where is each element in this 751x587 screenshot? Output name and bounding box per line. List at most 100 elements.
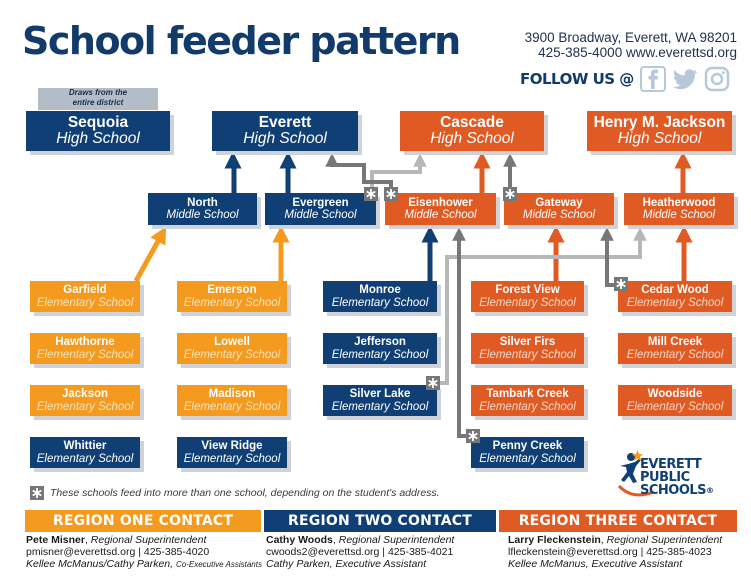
sequoia-note: Draws from the entire district — [38, 88, 158, 110]
school-type: Elementary School — [36, 348, 134, 361]
school-type: Elementary School — [36, 296, 134, 309]
contact-role: Regional Superintendent — [338, 534, 455, 546]
assistant-role: Executive Assistant — [335, 558, 427, 570]
contact-assistants: Kellee McManus/Cathy Parken, Co-Executiv… — [26, 558, 264, 571]
address-line-1: 3900 Broadway, Everett, WA 98201 — [524, 30, 737, 45]
multi-feed-star-icon — [503, 187, 517, 201]
school-type: Middle School — [166, 209, 239, 221]
connector-north-everett — [224, 151, 242, 193]
school-name: Penny Creek — [492, 440, 563, 453]
school-type: High School — [56, 130, 140, 147]
school-type: High School — [430, 130, 514, 147]
contact-name-line: Cathy Woods, Regional Superintendent — [266, 534, 455, 546]
contact-name: Larry Fleckenstein — [508, 534, 601, 546]
school-name: Henry M. Jackson — [593, 113, 726, 131]
school-name: Woodside — [647, 388, 703, 401]
school-name: Mill Creek — [647, 336, 703, 349]
twitter-icon[interactable] — [672, 66, 698, 92]
sequoia-note-line-1: Draws from the — [68, 88, 128, 97]
school-name: Eisenhower — [408, 196, 473, 209]
logo-line-1: EVERETT — [640, 457, 702, 472]
facebook-icon[interactable] — [639, 66, 666, 92]
school-type: Elementary School — [183, 452, 281, 465]
district-address: 3900 Broadway, Everett, WA 98201 425-385… — [525, 30, 737, 60]
school-name: Heatherwood — [642, 196, 716, 209]
school-name: Monroe — [359, 284, 401, 297]
school-type: Elementary School — [183, 348, 281, 361]
school-type: Elementary School — [479, 452, 576, 465]
contact-name: Cathy Woods — [266, 534, 333, 546]
school-name: Garfield — [63, 284, 107, 297]
logo-line-3-text: SCHOOLS — [640, 483, 707, 498]
high-school-everett: Everett High School — [212, 111, 358, 151]
elementary-silver-firs: Silver Firs Elementary School — [471, 333, 584, 364]
instagram-icon[interactable] — [704, 66, 730, 92]
school-type: Middle School — [642, 209, 716, 221]
high-school-cascade: Cascade High School — [400, 111, 544, 151]
address-line-2[interactable]: 425-385-4000 www.everettsd.org — [538, 45, 737, 60]
elementary-mill-creek: Mill Creek Elementary School — [618, 333, 732, 364]
school-name: Cedar Wood — [641, 284, 709, 297]
assistant-names: Kellee McManus/Cathy Parken, — [26, 558, 174, 570]
middle-school-north: North Middle School — [148, 193, 257, 225]
school-type: Elementary School — [36, 400, 134, 413]
middle-school-gateway: Gateway Middle School — [504, 193, 614, 225]
elementary-view-ridge: View Ridge Elementary School — [177, 437, 287, 468]
elementary-cedar-wood: Cedar Wood Elementary School — [618, 281, 732, 312]
contact-email-phone[interactable]: cwoods2@everettsd.org | 425-385-4021 — [266, 546, 454, 558]
elementary-madison: Madison Elementary School — [177, 385, 287, 416]
school-name: Emerson — [207, 284, 257, 297]
contact-email-phone[interactable]: lfleckenstein@everettsd.org | 425-385-40… — [508, 546, 712, 558]
school-name: Silver Firs — [499, 336, 556, 349]
contact-name: Pete Misner — [26, 534, 85, 546]
region-one-contact: Pete Misner, Regional Superintendent pmi… — [26, 534, 264, 571]
contact-name-line: Larry Fleckenstein, Regional Superintend… — [508, 534, 723, 546]
school-type: Elementary School — [331, 296, 429, 309]
elementary-silver-lake: Silver Lake Elementary School — [323, 385, 437, 416]
legend: These schools feed into more than one sc… — [30, 486, 440, 500]
sequoia-note-line-2: entire district — [72, 98, 124, 107]
follow-us: FOLLOW US @ — [520, 66, 730, 92]
middle-school-evergreen: Evergreen Middle School — [265, 193, 376, 225]
legend-text: These schools feed into more than one sc… — [50, 487, 440, 499]
school-type: Middle School — [284, 209, 357, 221]
school-name: Jackson — [61, 388, 109, 401]
school-name: Lowell — [214, 336, 250, 349]
elementary-jefferson: Jefferson Elementary School — [323, 333, 437, 364]
school-type: Elementary School — [479, 400, 576, 413]
region-one-title: REGION ONE CONTACT — [25, 510, 261, 532]
region-three-title: REGION THREE CONTACT — [499, 510, 737, 532]
school-type: High School — [617, 130, 702, 147]
school-name: Whittier — [63, 440, 107, 453]
school-name: Silver Lake — [349, 388, 411, 401]
connector-pennycreek-eisenhower — [452, 227, 470, 438]
elementary-tambark-creek: Tambark Creek Elementary School — [471, 385, 584, 416]
multi-feed-star-icon — [364, 187, 378, 201]
multi-feed-star-icon — [614, 277, 628, 291]
contact-role: Regional Superintendent — [606, 534, 723, 546]
school-type: Middle School — [404, 209, 477, 221]
logo-line-3: SCHOOLS® — [640, 484, 714, 497]
logo-line-2: PUBLIC — [640, 470, 690, 485]
elementary-hawthorne: Hawthorne Elementary School — [30, 333, 140, 364]
school-type: Elementary School — [479, 296, 576, 309]
school-type: Elementary School — [479, 348, 576, 361]
school-name: View Ridge — [201, 440, 263, 453]
elementary-garfield: Garfield Elementary School — [30, 281, 140, 312]
school-name: Gateway — [535, 196, 583, 209]
elementary-emerson: Emerson Elementary School — [177, 281, 287, 312]
elementary-lowell: Lowell Elementary School — [177, 333, 287, 364]
school-type: Middle School — [522, 209, 596, 221]
school-name: Tambark Creek — [486, 388, 569, 401]
follow-us-label: FOLLOW US @ — [520, 70, 634, 88]
high-school-sequoia: Sequoia High School — [26, 111, 170, 151]
contact-email-phone[interactable]: pmisner@everettsd.org | 425-385-4020 — [26, 546, 210, 558]
assistant-role: Executive Assistant — [591, 558, 683, 570]
middle-school-heatherwood: Heatherwood Middle School — [624, 193, 734, 225]
contact-role: Regional Superintendent — [90, 534, 207, 546]
school-name: Everett — [258, 113, 312, 131]
connector-eisenhower-everett — [325, 153, 393, 193]
school-name: Evergreen — [292, 196, 349, 209]
region-two-title: REGION TWO CONTACT — [264, 510, 496, 532]
